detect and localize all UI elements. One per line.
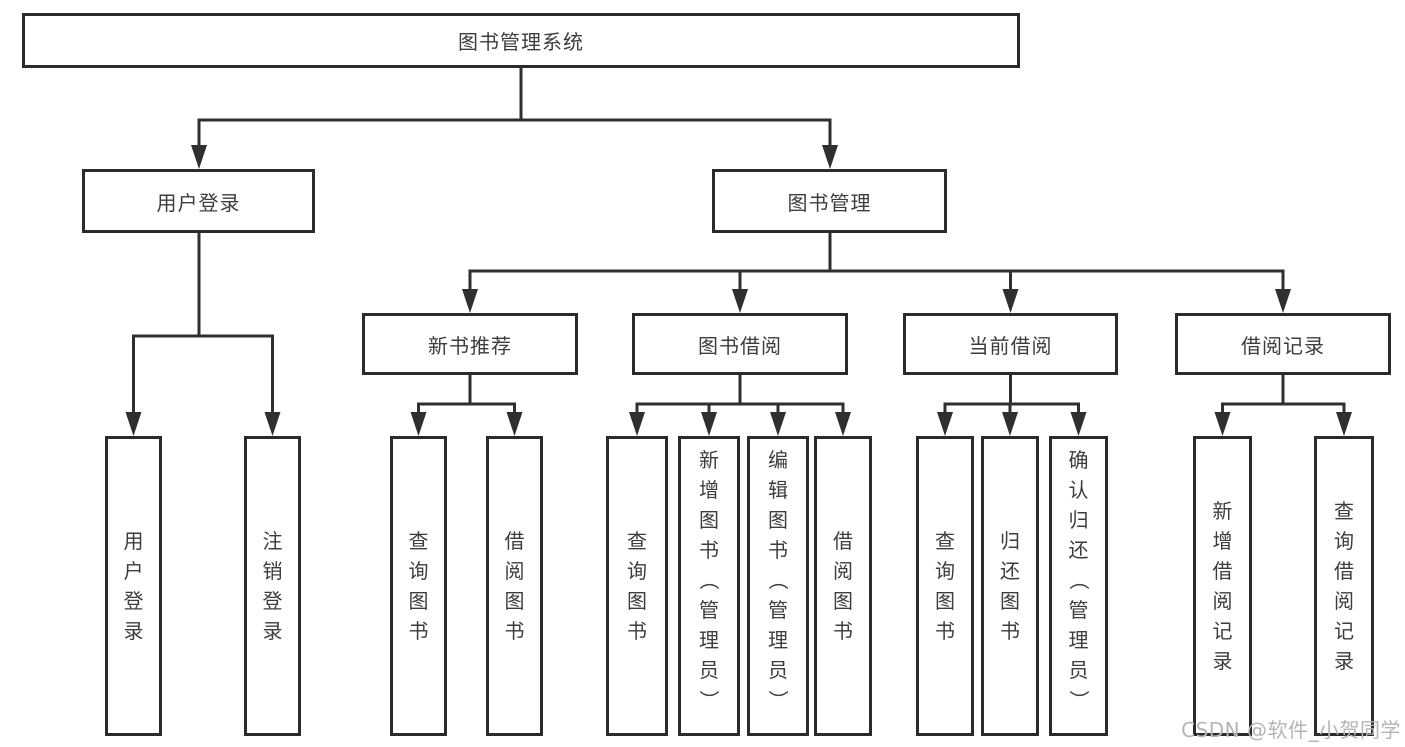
arrowhead-icon [1275,289,1291,313]
leaf-user-login: 用户登录 [105,436,162,736]
arrowhead-icon [191,145,207,169]
leaf-add-book-admin-label: 新增图书（管理员） [697,448,721,710]
node-book-management: 图书管理 [712,169,947,233]
leaf-query-books-current: 查询图书 [916,436,974,736]
csdn-watermark: CSDN @软件_小贺同学 [1181,718,1401,742]
arrowhead-icon [822,145,838,169]
leaf-query-books-borrow: 查询图书 [606,436,668,736]
leaf-add-borrow-record-label: 新增借阅记录 [1212,499,1233,673]
arrowhead-icon [1002,289,1019,313]
leaf-confirm-return-admin-label: 确认归还（管理员） [1066,448,1091,710]
node-user-login-label: 用户登录 [156,190,241,215]
arrowhead-icon [1002,412,1018,436]
arrowhead-icon [1214,412,1231,436]
leaf-query-books-current-label: 查询图书 [935,529,955,643]
leaf-edit-book-admin: 编辑图书（管理员） [747,436,809,736]
arrowhead-icon [732,289,748,313]
leaf-logout: 注销登录 [244,436,301,736]
leaf-add-book-admin: 新增图书（管理员） [678,436,740,736]
leaf-add-borrow-record: 新增借阅记录 [1193,436,1252,736]
leaf-edit-book-admin-label: 编辑图书（管理员） [766,448,790,710]
arrowhead-icon [770,412,786,436]
leaf-query-borrow-record: 查询借阅记录 [1314,436,1374,736]
leaf-borrow-books-recommend: 借阅图书 [486,436,543,736]
leaf-borrow-books-label: 借阅图书 [833,529,853,643]
node-book-management-label: 图书管理 [787,190,872,215]
arrowhead-icon [264,412,281,436]
leaf-borrow-books-recommend-label: 借阅图书 [504,529,525,643]
arrowhead-icon [1070,412,1087,436]
arrowhead-icon [629,412,645,436]
node-root-label: 图书管理系统 [458,30,584,54]
leaf-confirm-return-admin: 确认归还（管理员） [1049,436,1108,736]
leaf-return-book-label: 归还图书 [1000,529,1020,643]
leaf-query-books-borrow-label: 查询图书 [627,529,647,643]
arrowhead-icon [462,289,478,313]
node-root: 图书管理系统 [22,13,1020,68]
node-book-borrow-label: 图书借阅 [698,333,782,358]
leaf-query-books-recommend-label: 查询图书 [408,529,429,643]
leaf-return-book: 归还图书 [981,436,1039,736]
leaf-query-borrow-record-label: 查询借阅记录 [1334,499,1354,673]
leaf-user-login-label: 用户登录 [123,529,144,643]
node-user-login: 用户登录 [82,169,315,233]
arrowhead-icon [410,412,427,436]
leaf-borrow-books: 借阅图书 [814,436,872,736]
arrowhead-icon [937,412,953,436]
node-borrow-records-label: 借阅记录 [1241,333,1325,358]
node-current-borrow: 当前借阅 [903,313,1118,375]
node-new-book-recommend: 新书推荐 [362,313,578,375]
leaf-query-books-recommend: 查询图书 [390,436,447,736]
arrowhead-icon [125,412,142,436]
arrowhead-icon [506,412,523,436]
leaf-logout-label: 注销登录 [262,529,283,643]
arrowhead-icon [1336,412,1352,436]
arrowhead-icon [701,412,717,436]
node-borrow-records: 借阅记录 [1175,313,1391,375]
arrowhead-icon [835,412,851,436]
node-book-borrow: 图书借阅 [632,313,848,375]
node-new-book-recommend-label: 新书推荐 [428,333,512,358]
node-current-borrow-label: 当前借阅 [968,333,1053,358]
